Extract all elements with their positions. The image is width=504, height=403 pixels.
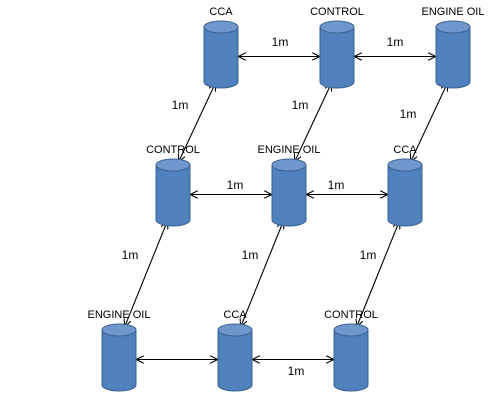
connection-r1c2-r1c3: 1m (355, 35, 435, 57)
distance-label: 1m (288, 364, 305, 378)
cable-node-r3c1: ENGINE OIL (88, 309, 151, 392)
connection-r2c1-r2c2: 1m (191, 178, 271, 195)
cable-node-r2c2: ENGINE OIL (258, 144, 321, 227)
double-arrow (179, 84, 215, 161)
double-arrow (295, 84, 331, 161)
connection-r1c1-r2c1: 1m (172, 84, 215, 161)
cylinder-icon (333, 329, 369, 392)
node-label: CCA (209, 6, 233, 18)
cylinder-top (333, 323, 369, 337)
cylinder-top (155, 158, 191, 172)
cylinder-icon (319, 26, 355, 89)
connections: 1m 1m 1m 1m 1m 1m 1m 1m 1m 1m 1m (122, 35, 447, 378)
connection-r2c2-r3c2: 1m (241, 222, 283, 326)
distance-label: 1m (292, 98, 309, 112)
cable-node-r1c2: CONTROL (310, 6, 364, 89)
distance-label: 1m (122, 248, 139, 262)
cylinder-icon (435, 26, 471, 89)
connection-r1c1-r1c2: 1m (239, 35, 319, 57)
double-arrow (125, 222, 167, 326)
distance-label: 1m (400, 107, 417, 121)
double-arrow (357, 222, 399, 326)
cylinder-top (271, 158, 307, 172)
cylinder-icon (203, 26, 239, 89)
double-arrow (411, 84, 447, 161)
cylinder-icon (387, 164, 423, 227)
cable-node-r1c3: ENGINE OIL (422, 6, 485, 89)
connection-r2c3-r3c3: 1m (357, 222, 399, 326)
connection-r1c2-r2c2: 1m (292, 84, 331, 161)
node-label: ENGINE OIL (88, 309, 151, 321)
cylinder-top (101, 323, 137, 337)
connection-r3c2-r3c3: 1m (253, 360, 333, 378)
cable-node-r1c1: CCA (203, 6, 239, 89)
distance-label: 1m (172, 98, 189, 112)
node-label: ENGINE OIL (258, 144, 321, 156)
cylinder-top (217, 323, 253, 337)
cable-node-r3c2: CCA (217, 309, 253, 392)
node-label: CONTROL (324, 309, 378, 321)
node-label: CCA (393, 144, 417, 156)
distance-label: 1m (242, 248, 259, 262)
node-label: CCA (223, 309, 247, 321)
connection-r1c3-r2c3: 1m (400, 84, 447, 161)
distance-label: 1m (272, 35, 289, 49)
cylinder-top (203, 20, 239, 34)
double-arrow (241, 222, 283, 326)
distance-label: 1m (360, 248, 377, 262)
distance-label: 1m (387, 35, 404, 49)
cable-node-r2c3: CCA (387, 144, 423, 227)
cylinder-top (387, 158, 423, 172)
cylinder-top (435, 20, 471, 34)
cylinder-icon (155, 164, 191, 227)
cylinder-top (319, 20, 355, 34)
cable-nodes: CCA CONTROL ENGINE OIL CONTROL ENGINE OIL CCA… (88, 6, 485, 392)
distance-label: 1m (227, 178, 244, 192)
cable-node-r3c3: CONTROL (324, 309, 378, 392)
distance-label: 1m (328, 178, 345, 192)
node-label: ENGINE OIL (422, 6, 485, 18)
node-label: CONTROL (310, 6, 364, 18)
connection-r2c1-r3c1: 1m (122, 222, 167, 326)
node-label: CONTROL (146, 144, 200, 156)
cable-node-r2c1: CONTROL (146, 144, 200, 227)
cylinder-icon (217, 329, 253, 392)
cylinder-icon (271, 164, 307, 227)
cylinder-icon (101, 329, 137, 392)
connection-r2c2-r2c3: 1m (307, 178, 387, 195)
